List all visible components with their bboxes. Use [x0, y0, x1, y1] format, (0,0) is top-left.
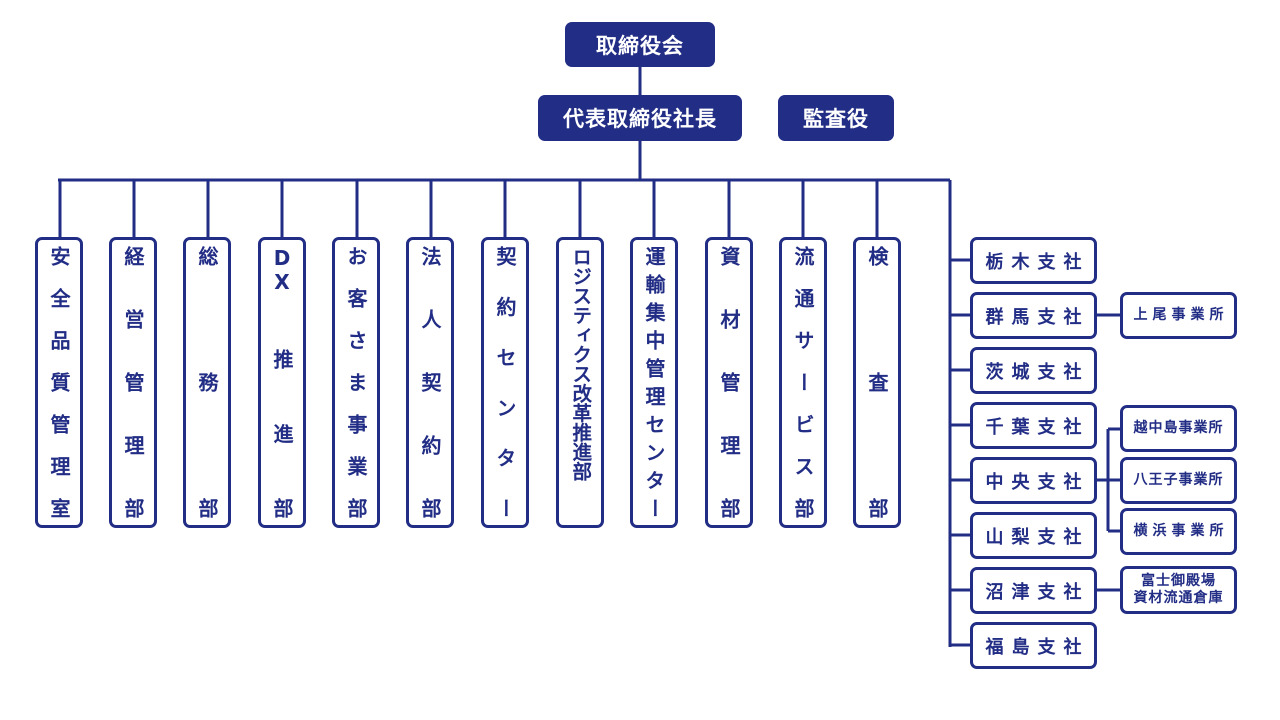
department-label: 流通サービス部: [791, 246, 815, 518]
department-label: 経営管理部: [121, 246, 145, 518]
department-label: 運輸集中管理センター: [642, 246, 666, 518]
office-label-line1: 富士御殿場: [1141, 573, 1216, 589]
department-label: お客さま事業部: [344, 246, 368, 518]
office-yokohama: 横浜事業所: [1120, 508, 1237, 555]
department-label: 法人契約部: [418, 246, 442, 518]
department-contract-center: 契約センター: [481, 237, 529, 528]
office-hachioji: 八王子事業所: [1120, 457, 1237, 504]
department-customer-business: お客さま事業部: [332, 237, 380, 528]
branch-fukushima: 福島支社: [970, 622, 1097, 669]
department-label: 検査部: [865, 246, 889, 518]
department-corporate-contracts: 法人契約部: [406, 237, 454, 528]
department-inspection: 検査部: [853, 237, 901, 528]
department-label: 総務部: [195, 246, 219, 518]
department-materials-management: 資材管理部: [705, 237, 753, 528]
department-distribution-service: 流通サービス部: [779, 237, 827, 528]
department-label: DX推進部: [270, 246, 294, 518]
branch-numazu: 沼津支社: [970, 567, 1097, 614]
department-dx-promotion: DX推進部: [258, 237, 306, 528]
branch-yamanashi: 山梨支社: [970, 512, 1097, 559]
department-management: 経営管理部: [109, 237, 157, 528]
branch-gunma: 群馬支社: [970, 292, 1097, 339]
auditor-box: 監査役: [778, 95, 894, 141]
department-label: 安全品質管理室: [47, 246, 71, 518]
office-etchujima: 越中島事業所: [1120, 405, 1237, 452]
department-general-affairs: 総務部: [183, 237, 231, 528]
branch-chuo: 中央支社: [970, 457, 1097, 504]
branch-ibaraki: 茨城支社: [970, 347, 1097, 394]
president-box: 代表取締役社長: [538, 95, 742, 141]
office-fuji-gotemba-warehouse: 富士御殿場 資材流通倉庫: [1120, 566, 1237, 614]
branch-chiba: 千葉支社: [970, 402, 1097, 449]
board-of-directors-box: 取締役会: [565, 22, 715, 67]
department-logistics-reform: ロジスティクス改革推進部: [556, 237, 604, 528]
department-label: 契約センター: [493, 246, 517, 518]
department-label: ロジスティクス改革推進部: [568, 247, 592, 481]
department-label: 資材管理部: [717, 246, 741, 518]
department-transport-control-center: 運輸集中管理センター: [630, 237, 678, 528]
department-safety-quality: 安全品質管理室: [35, 237, 83, 528]
office-ageo: 上尾事業所: [1120, 292, 1237, 339]
office-label-line2: 資材流通倉庫: [1133, 590, 1224, 606]
branch-tochigi: 栃木支社: [970, 237, 1097, 284]
